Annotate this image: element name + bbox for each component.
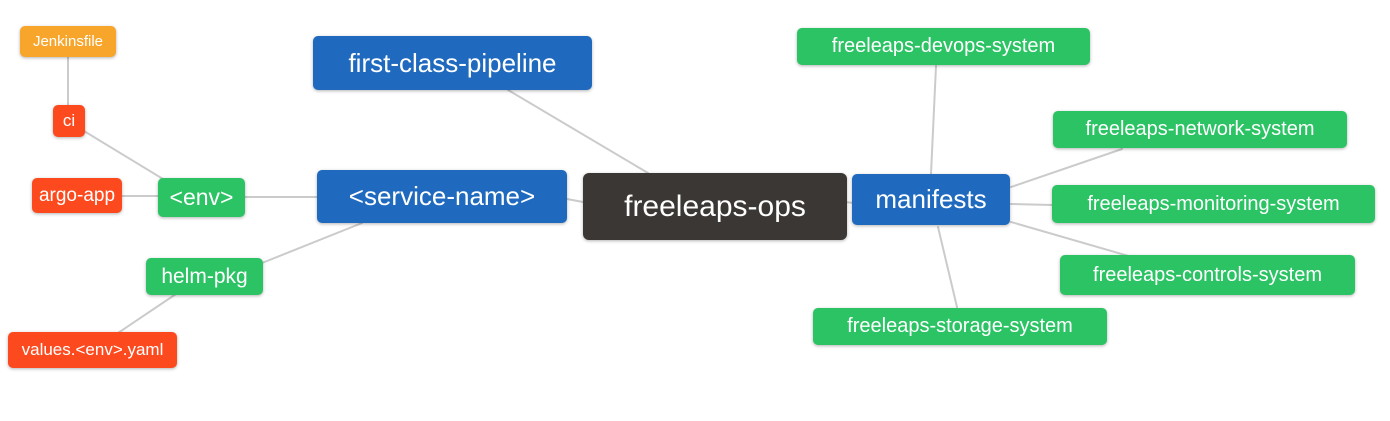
edge-values-helmpkg [117, 293, 177, 334]
node-helm-pkg[interactable]: helm-pkg [146, 258, 263, 295]
edge-servicename-ops [566, 198, 584, 203]
node-freeleaps-network-system[interactable]: freeleaps-network-system [1053, 111, 1347, 148]
node-freeleaps-ops[interactable]: freeleaps-ops [583, 173, 847, 240]
node-manifests[interactable]: manifests [852, 174, 1010, 225]
node-jenkinsfile[interactable]: Jenkinsfile [20, 26, 116, 57]
edge-pipeline-ops [507, 89, 649, 174]
edge-manifests-monitoring [1010, 203, 1053, 206]
node-argo-app[interactable]: argo-app [32, 178, 122, 213]
node-service-name[interactable]: <service-name> [317, 170, 567, 223]
node-values-env-yaml[interactable]: values.<env>.yaml [8, 332, 177, 368]
edge-manifests-storage [937, 226, 958, 308]
node-freeleaps-monitoring-system[interactable]: freeleaps-monitoring-system [1052, 185, 1375, 223]
edge-ci-env [83, 130, 164, 180]
edge-manifests-network [1010, 148, 1123, 188]
node-env[interactable]: <env> [158, 178, 245, 217]
node-freeleaps-devops-system[interactable]: freeleaps-devops-system [797, 28, 1090, 65]
node-first-class-pipeline[interactable]: first-class-pipeline [313, 36, 592, 90]
node-freeleaps-controls-system[interactable]: freeleaps-controls-system [1060, 255, 1355, 295]
node-ci[interactable]: ci [53, 105, 85, 137]
edge-helmpkg-servicename [261, 222, 363, 264]
node-freeleaps-storage-system[interactable]: freeleaps-storage-system [813, 308, 1107, 345]
edge-manifests-devops [930, 65, 937, 175]
edge-manifests-controls [1010, 221, 1133, 258]
